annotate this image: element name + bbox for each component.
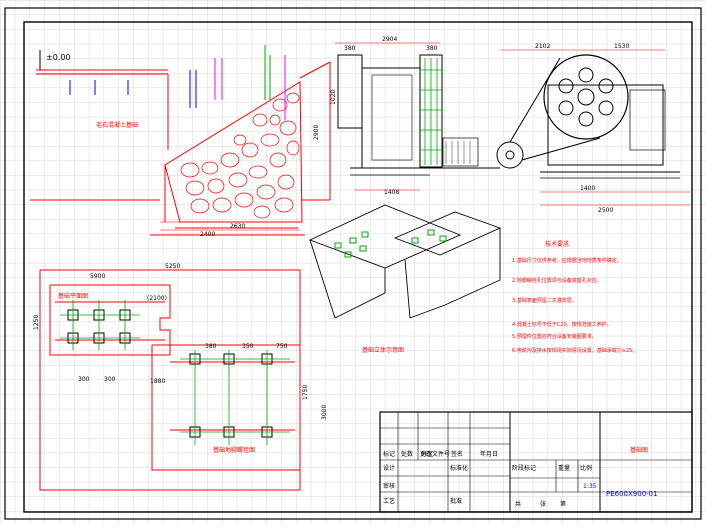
iso-bolt-holes (334, 229, 447, 258)
cell-text: 更改文件号 (420, 450, 450, 458)
dim-text: 380 (205, 343, 217, 350)
cell-text: 签名 (451, 450, 463, 458)
cell-text: 设计 (383, 464, 395, 472)
dim-text: 750 (276, 343, 288, 350)
dim-text: 5900 (90, 273, 105, 280)
rock-annotation: 毛石混凝土基础 (96, 121, 138, 129)
drawing-number: PE600X900-01 (606, 490, 658, 498)
title-block-text: 基础图 1:35 PE600X900-01 标记 处数 分区 更改文件号 签名 … (383, 446, 658, 508)
note-line: 3.基础表面预留二次灌浆层。 (512, 297, 577, 304)
cell-text: 批准 (450, 497, 462, 505)
dim-text: 5250 (165, 263, 180, 270)
cell-text: 年月日 (480, 450, 498, 458)
dim-text: 300 (104, 376, 116, 383)
dim-text: 1400 (580, 185, 595, 192)
title-block (379, 411, 693, 513)
cell-text: 工艺 (383, 497, 395, 505)
dim-text: 2900 (313, 125, 320, 140)
plan-label: 基础平面图 (58, 292, 88, 300)
technical-notes: 1.基础尺寸仅供参考，应根据当地地质条件确定。 2.地脚螺栓孔位置须与设备底座孔… (512, 257, 637, 354)
dim-text: 1880 (150, 378, 165, 385)
dimension-texts: 2904 380 380 2102 1530 1408 2400 2630 14… (78, 36, 629, 385)
iso-foundation (308, 204, 502, 319)
cell-text: 标准化 (450, 464, 468, 472)
dimension-lines (160, 42, 690, 231)
cell-text: 标记 (383, 450, 395, 458)
cell-text: 分区 (421, 450, 433, 458)
cell-text: 处数 (401, 450, 413, 458)
outer-frame (4, 7, 702, 520)
plan-label-2: 基础地脚螺栓图 (213, 446, 255, 454)
dim-text: 1020 (330, 90, 337, 105)
note-line: 2.地脚螺栓孔位置须与设备底座孔对应。 (512, 277, 602, 284)
foundation-plan (39, 269, 301, 491)
crusher-side-view (337, 54, 500, 176)
cell-text: 比例 (580, 464, 592, 472)
dim-text: 2102 (535, 43, 550, 50)
iso-caption: 基础立体示意图 (362, 346, 404, 354)
note-line: 1.基础尺寸仅供参考，应根据当地地质条件确定。 (512, 257, 622, 264)
note-line: 4.混凝土标号不低于C20，按规范施工养护。 (512, 321, 612, 328)
cell-text: 共 (515, 500, 521, 508)
dim-text: 1250 (33, 315, 40, 330)
drawing-title: 基础图 (630, 446, 648, 454)
dim-text: 1530 (614, 43, 629, 50)
vertical-dimension-texts: 1020 2900 1750 3000 1250 (33, 90, 337, 420)
cell-text: 审核 (383, 482, 395, 490)
dim-text: 3000 (321, 405, 328, 420)
elevation-mark: ±0.00 (46, 53, 71, 62)
cell-text: 阶段标记 (512, 464, 536, 472)
dim-text: 2400 (200, 231, 215, 238)
notes-title: 技术要求 (545, 240, 569, 248)
dim-text: 380 (344, 45, 356, 52)
dim-text: 2500 (598, 207, 613, 214)
inner-frame (23, 21, 693, 513)
dim-text: 300 (78, 376, 90, 383)
cell-text: 重量 (558, 464, 570, 472)
dim-text: (2100) (147, 295, 167, 302)
cell-text: 第 (560, 500, 566, 508)
note-line: 5.预埋件位置应符合设备安装图要求。 (512, 333, 597, 340)
dim-text: 2630 (230, 223, 245, 230)
dim-text: 1408 (384, 189, 399, 196)
dim-text: 350 (242, 343, 254, 350)
dim-text: 2904 (382, 36, 397, 43)
scale-value: 1:35 (583, 483, 597, 490)
anchor-bolts-section (39, 45, 286, 120)
crusher-front-view (496, 54, 680, 179)
note-line: 6.电缆沟及排水按现场实际情况设置，基础承载力≥25。 (512, 347, 637, 354)
rubble-fill (180, 92, 300, 219)
dim-text: 380 (426, 45, 438, 52)
dim-text: 1750 (302, 385, 309, 400)
plan-centerlines (60, 300, 290, 445)
cell-text: 张 (540, 500, 546, 508)
